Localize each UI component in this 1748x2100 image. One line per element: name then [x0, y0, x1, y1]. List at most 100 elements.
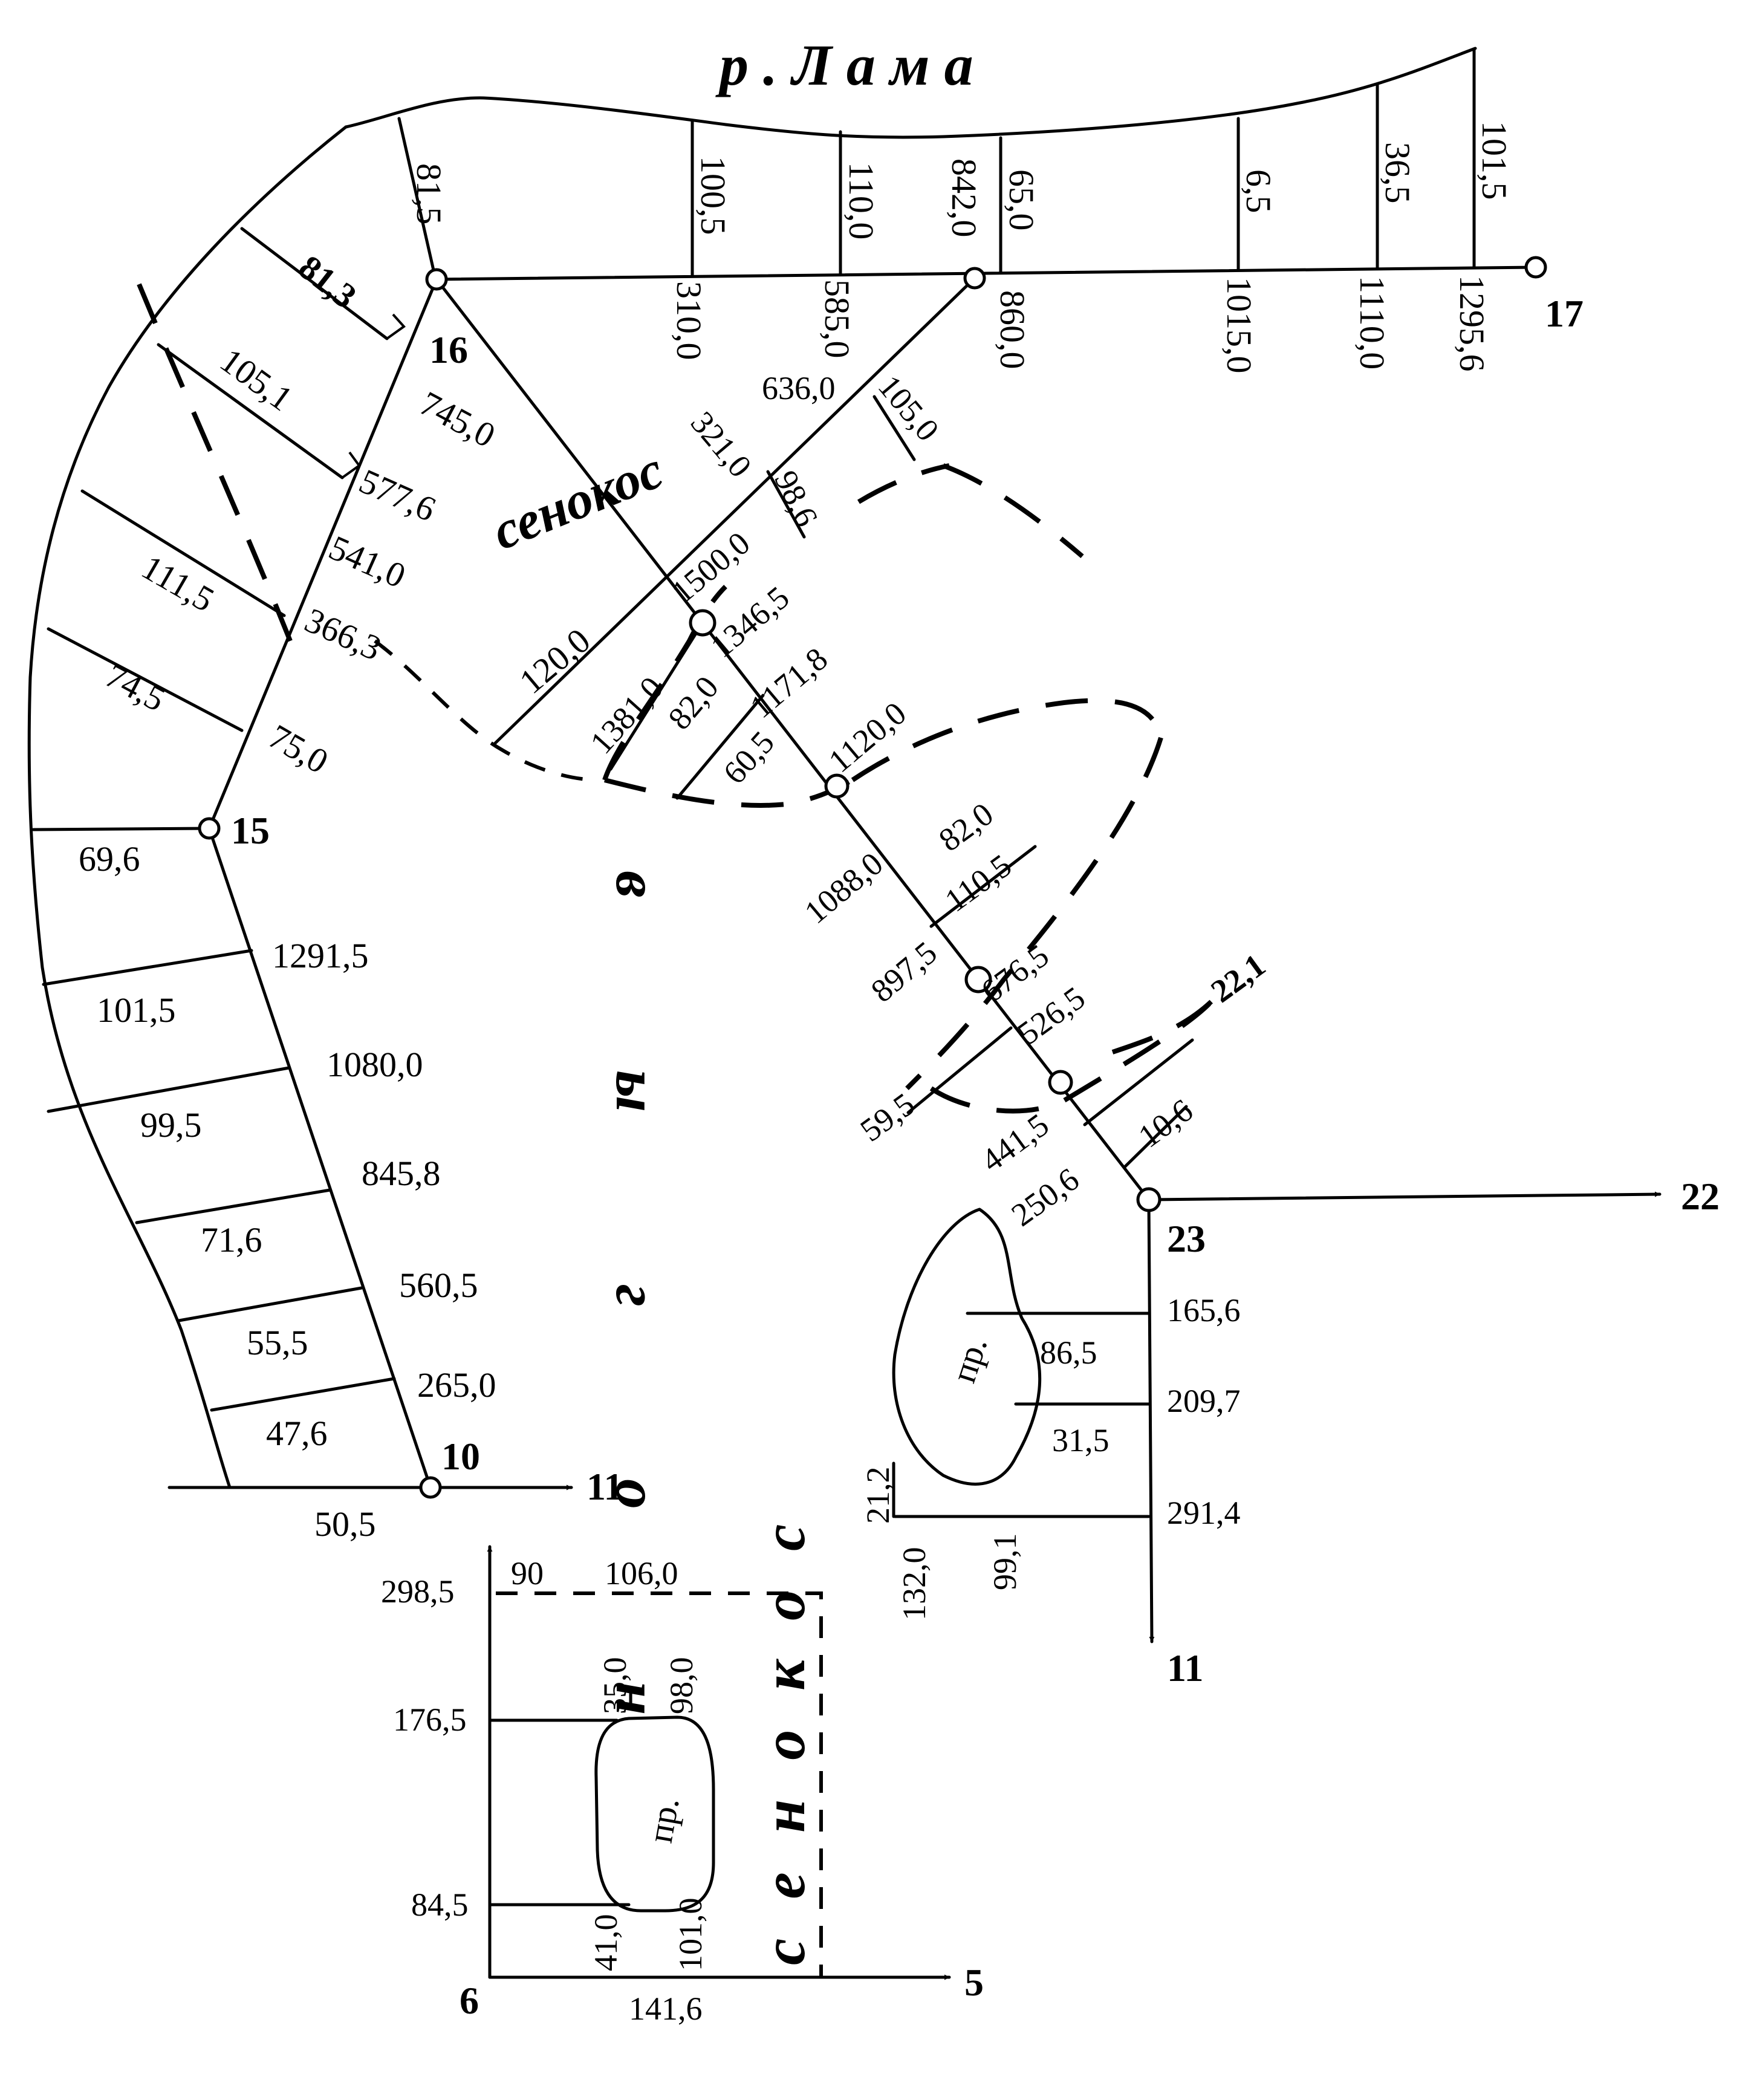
- traverse-16-23: [435, 278, 1151, 1201]
- passage-outline: [594, 1715, 715, 1913]
- chainage-value: 176,5: [393, 1702, 467, 1738]
- station-label: 11: [586, 1465, 623, 1508]
- hayfield-boundary: [851, 698, 1163, 782]
- offset-value: 22,1: [1204, 947, 1272, 1010]
- chainage-value: 1291,5: [272, 936, 369, 975]
- station-point: [198, 817, 221, 840]
- station-point: [689, 609, 716, 637]
- offset-value: 111,5: [135, 547, 221, 619]
- chainage-value: 1088,0: [798, 845, 889, 931]
- station-label: 11: [1167, 1647, 1203, 1689]
- chainage-value: 585,0: [817, 279, 857, 359]
- chainage-value: 1381,0: [583, 670, 670, 761]
- chainage-value: 291,4: [1167, 1495, 1241, 1531]
- hayfield-label-bottom: с е н о к о с: [750, 1512, 817, 1965]
- passage-label: пр.: [640, 1795, 687, 1846]
- offset-value: 35,0: [597, 1657, 633, 1715]
- hayfield-boundary: [602, 585, 727, 781]
- offset-line: [766, 470, 806, 539]
- chainage-value: 84,5: [411, 1887, 469, 1923]
- chainage-value: 526,5: [1011, 980, 1092, 1052]
- hayfield-boundary: [1111, 996, 1217, 1055]
- station-point: [1048, 1070, 1073, 1095]
- offset-line: [42, 949, 253, 986]
- chainage-value: 165,6: [1167, 1292, 1241, 1328]
- offset-value: 132,0: [896, 1547, 932, 1621]
- chainage-value: 1120,0: [822, 695, 913, 779]
- chainage-value: 75,0: [262, 717, 335, 781]
- chainage-value: 310,0: [669, 281, 709, 360]
- chainage-value: 298,5: [381, 1573, 455, 1610]
- chainage-value: 1015,0: [1220, 277, 1259, 374]
- chainage-value: 441,5: [975, 1107, 1056, 1179]
- traverse-23-11: [1147, 1198, 1155, 1643]
- offset-value: 110,5: [938, 847, 1018, 919]
- offset-line: [872, 395, 916, 461]
- traverse-23-22: [1147, 1191, 1662, 1201]
- offset-line: [47, 627, 244, 732]
- offset-value: 86,5: [1040, 1334, 1097, 1371]
- chainage-value: 250,6: [1005, 1161, 1086, 1234]
- chainage-value: 897,5: [864, 934, 944, 1009]
- chainage-value: 265,0: [417, 1365, 496, 1405]
- offset-line: [31, 827, 211, 831]
- chainage-value: 577,6: [354, 461, 442, 528]
- chainage-value: 366,3: [299, 600, 388, 668]
- offset-line: [135, 1188, 332, 1224]
- station-label: 5: [964, 1961, 984, 2004]
- offset-line: [47, 1066, 291, 1113]
- offset-line: [210, 1377, 396, 1412]
- hayfield-boundary: [374, 639, 599, 782]
- offset-value: 65,0: [1002, 169, 1041, 231]
- station-point: [824, 773, 850, 799]
- chainage-value: 1080,0: [327, 1045, 423, 1084]
- offset-line: [1083, 1038, 1194, 1126]
- offset-value: 842,0: [944, 158, 984, 238]
- offset-value: 82,0: [661, 669, 726, 736]
- station-label: 10: [441, 1435, 480, 1478]
- station-point: [1524, 256, 1547, 279]
- offset-value: 99,1: [987, 1533, 1023, 1591]
- offset-value: 98,0: [663, 1657, 700, 1715]
- offset-value: 81,3: [291, 247, 364, 316]
- offset-value: 120,0: [512, 620, 598, 701]
- diagonal-line: [493, 276, 976, 746]
- traverse-16-15: [207, 278, 438, 830]
- station-point: [963, 267, 986, 290]
- offset-value: 81,5: [409, 163, 449, 225]
- river-name: р . Л а м а: [715, 33, 973, 97]
- offset-line: [929, 845, 1037, 928]
- offset-value: 100,5: [694, 156, 733, 235]
- offset-line: [240, 227, 389, 340]
- offset-value: 98,6: [767, 465, 825, 532]
- offset-value: 69,6: [79, 839, 140, 879]
- chainage-value: 560,5: [399, 1266, 478, 1305]
- offset-value: 21,2: [860, 1467, 896, 1524]
- field-boundary: [27, 125, 348, 1489]
- station-label: 23: [1167, 1217, 1206, 1260]
- offset-value: 41,0: [588, 1914, 624, 1972]
- offset-value: 101,5: [1475, 121, 1514, 200]
- hayfield-label: сенокос: [484, 440, 671, 561]
- chainage-value: 141,6: [629, 1991, 703, 2027]
- hayfield-boundary: [604, 778, 854, 808]
- offset-value: 50,5: [314, 1504, 376, 1544]
- offset-value: 74,5: [99, 655, 172, 719]
- offset-value: 10,6: [1132, 1092, 1200, 1155]
- right-angle-mark: [386, 313, 406, 340]
- offset-value: 6,5: [1239, 169, 1278, 213]
- offset-value: 101,0: [672, 1898, 709, 1972]
- offset-value: 31,5: [1052, 1422, 1110, 1458]
- chainage-value: 1171,8: [743, 640, 834, 725]
- chainage-value: 1110,0: [1353, 276, 1392, 369]
- passage-label: пр.: [944, 1332, 995, 1387]
- offset-value: 105,1: [213, 340, 300, 418]
- chainage-value: 636,0: [762, 370, 836, 406]
- chainage-value: 845,8: [362, 1154, 441, 1193]
- offset-value: 55,5: [247, 1323, 308, 1362]
- offset-line: [397, 117, 437, 280]
- offset-value: 99,5: [140, 1105, 202, 1145]
- traverse-16-17: [435, 265, 1538, 281]
- hayfield-boundary: [905, 736, 1163, 1090]
